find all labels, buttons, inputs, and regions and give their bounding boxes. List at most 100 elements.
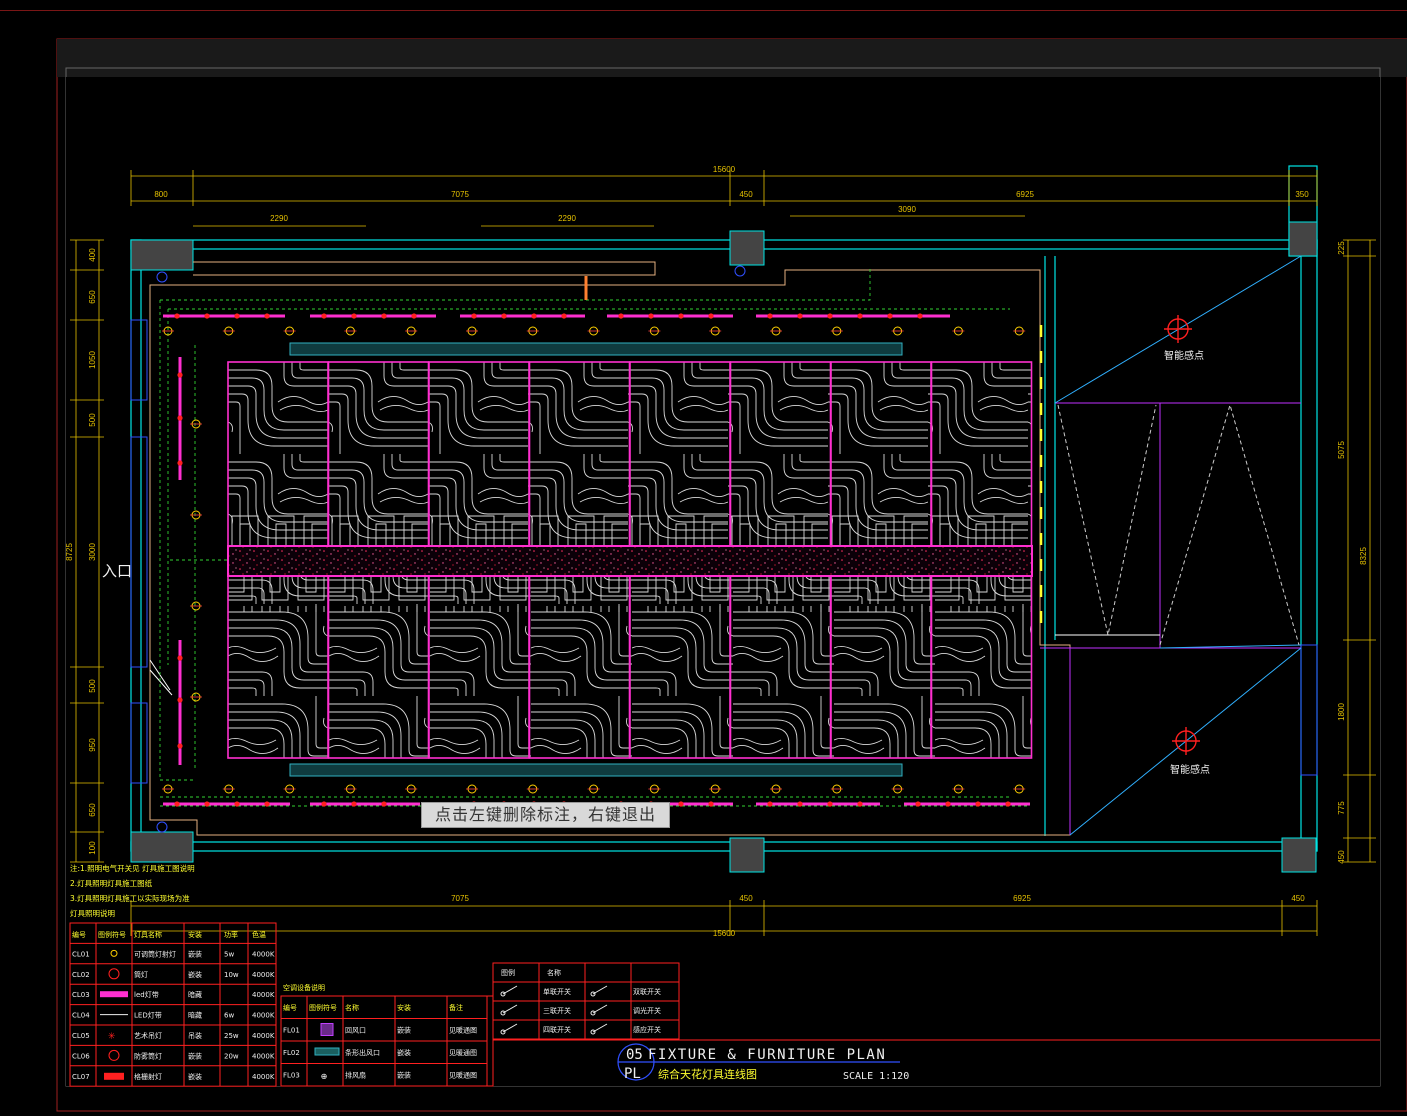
grille-panel-top-sq [630,510,730,546]
legend-name: led灯带 [134,990,159,999]
legend-name: LED灯带 [134,1011,162,1020]
led-dot [471,313,477,319]
dimension-label: 450 [1291,894,1305,903]
dimension-label: 350 [1295,190,1309,199]
grille-panel-top-sq [529,510,630,546]
smart-point-label-2: 智能感点 [1170,763,1210,776]
led-dot [177,460,183,466]
dimension-label: 8725 [65,543,74,561]
grille-panel-bottom-sq [529,576,630,612]
switch-icon [592,1004,608,1014]
led-dot [531,313,537,319]
led-dot [177,697,183,703]
legend-temp: 4000K [252,1012,275,1020]
grille-panel-bottom-sq [429,576,529,612]
led-dot [945,801,951,807]
dimension-label: 8325 [1359,547,1368,565]
legend-name: 筒灯 [134,970,148,979]
legend-name: 格栅射灯 [134,1072,162,1081]
switch-icon [500,1029,506,1035]
led-dot [975,801,981,807]
switch-legend-table: 图例名称单联开关双联开关三联开关调光开关四联开关感应开关 [492,962,680,1040]
dimension-label: 2290 [558,214,576,223]
title-block: 05 PL FIXTURE & FURNITURE PLAN 综合天花灯具连线图… [492,1039,1380,1086]
dimension-label: 450 [739,894,753,903]
legend-header: 安装 [188,930,202,939]
columns [130,221,1318,873]
switch-icon [592,985,608,995]
switch-name: 单联开关 [543,987,571,996]
dimension-label: 500 [88,679,97,693]
grille-panel-bottom-sq [630,576,730,612]
led-dot [321,313,327,319]
led-dot [827,801,833,807]
led-dot [351,801,357,807]
legend-temp: 4000K [252,971,275,979]
led-dot [177,415,183,421]
ceiling-outline [149,261,1071,836]
legend-temp: 4000K [252,1073,275,1081]
dimension-label: 400 [88,248,97,262]
legend-code: CL04 [72,1012,90,1020]
entrance-door [130,319,1318,784]
led-dot [177,372,183,378]
dimension-label: 15600 [713,165,736,174]
grille-panel-top-sq [429,510,529,546]
led-dot [1005,801,1011,807]
legend-code: CL05 [72,1032,90,1040]
dimension-label: 950 [88,738,97,752]
led-dot [177,743,183,749]
legend-temp: 4000K [252,1052,275,1060]
note-1: 注:1.照明电气开关见 灯具施工图说明 [70,863,195,873]
legend-header: 编号 [72,930,86,939]
legend-code: CL02 [72,971,90,979]
led-dot [708,801,714,807]
led-dot [204,313,210,319]
switch-icon [502,1004,518,1014]
led-dot [827,313,833,319]
dimension-label: 15600 [713,929,736,938]
ac-header: 图例符号 [309,1003,337,1012]
led-dot [174,313,180,319]
spotlight-icon [108,968,120,980]
grille-panel-bottom-sq [931,576,1032,612]
grille-panel-bottom-sq [730,576,831,612]
led-dot [915,801,921,807]
switch-header: 图例 [501,968,515,977]
ac-install: 嵌装 [397,1048,411,1057]
dimension-label: 7075 [451,894,469,903]
title-subtitle: 综合天花灯具连线图 [658,1067,757,1081]
led-dot [857,313,863,319]
led-dot [857,801,863,807]
legend-power: 20w [224,1052,239,1060]
ac-header: 安装 [397,1003,411,1012]
led-dot [351,313,357,319]
dimension-label: 800 [154,190,168,199]
switch-name: 调光开关 [633,1006,661,1015]
switch-name: 四联开关 [543,1025,571,1034]
switch-icon [590,1010,596,1016]
exhaust-fan-icon: ⊕ [321,1072,327,1083]
downlight-icon [110,949,118,957]
led-dot [618,313,624,319]
legend-power: 6w [224,1012,234,1020]
legend-header: 图例符号 [98,930,126,939]
dimension-lines [70,170,1376,936]
legend-name: 防雾筒灯 [134,1051,162,1060]
column-markers [156,265,746,833]
legend-install: 吊装 [188,1031,202,1040]
ac-note: 见暖通图 [449,1048,477,1057]
antifog-light-icon [108,1049,120,1061]
ac-note: 见暖通图 [449,1071,477,1080]
grille-panel-top-sq [831,510,931,546]
legend-install: 暗藏 [188,1011,202,1020]
led-dot [767,801,773,807]
ac-table-title: 空调设备说明 [283,983,325,992]
led-dot [321,801,327,807]
led-dot [648,313,654,319]
dimension-label: 450 [1337,850,1346,864]
delete-annotation-tooltip: 点击左键删除标注，右键退出 [421,802,670,828]
